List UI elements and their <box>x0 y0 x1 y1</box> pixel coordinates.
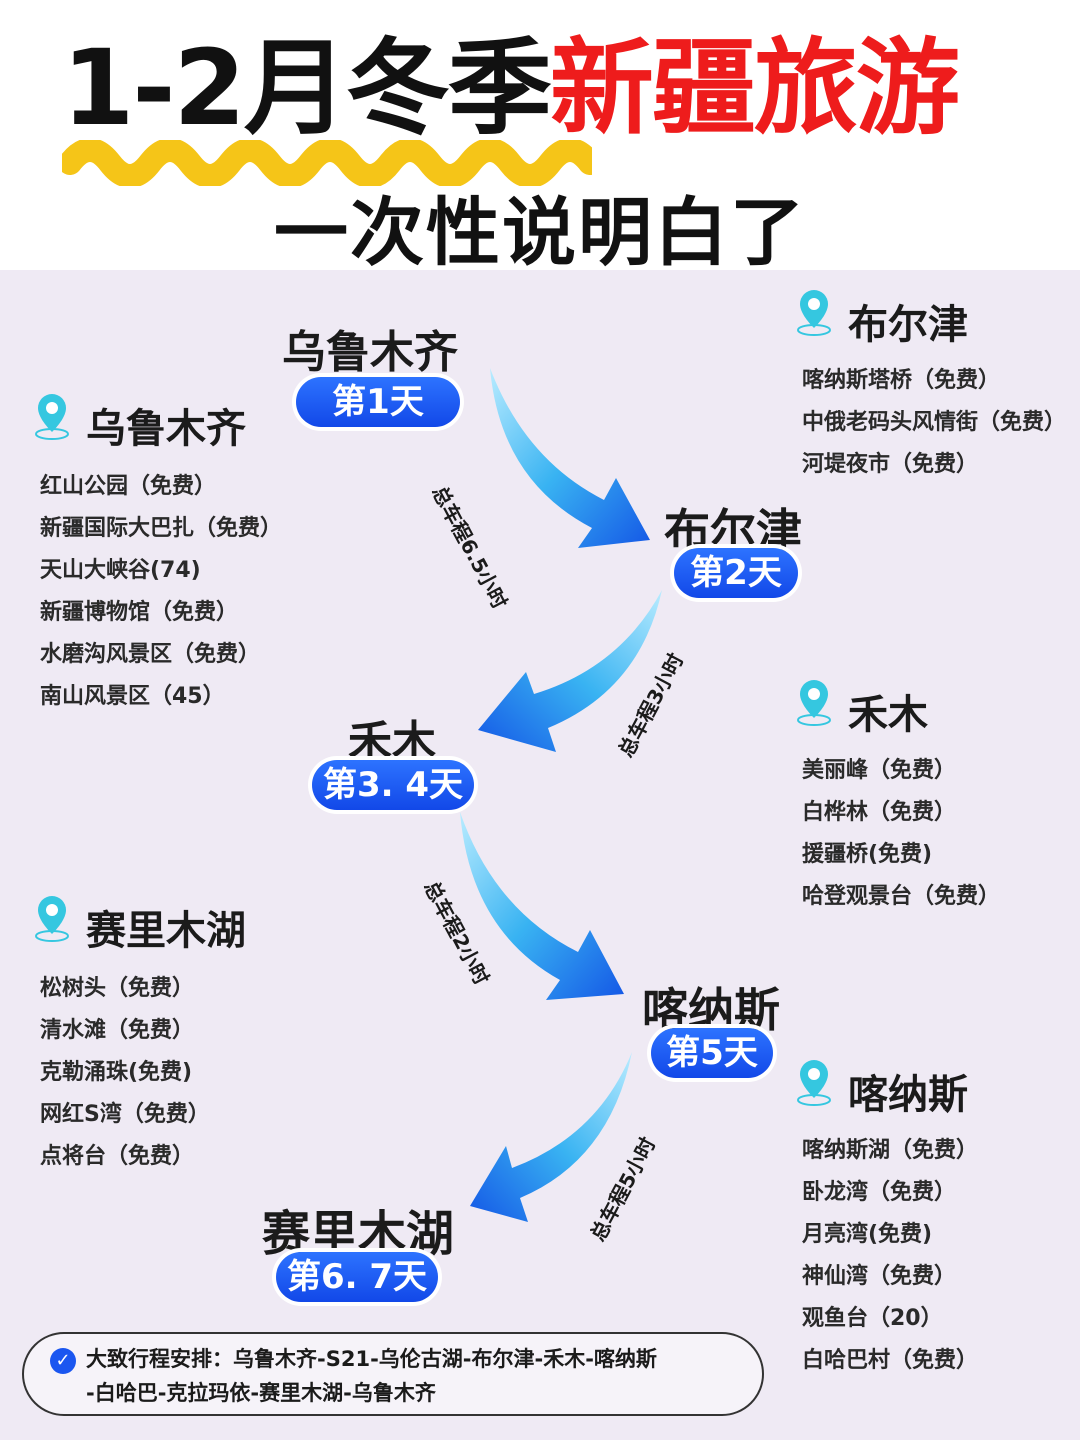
section-title-kanas: 喀纳斯 <box>848 1072 968 1118</box>
curved-arrow-icon <box>478 590 662 752</box>
curved-arrow-icon <box>460 812 624 1000</box>
list-item: 哈登观景台（免费） <box>802 884 1001 909</box>
list-item: 观鱼台（20） <box>802 1306 943 1331</box>
list-item: 月亮湾(免费) <box>802 1222 933 1247</box>
list-item: 红山公园（免费） <box>40 474 217 499</box>
spot-list-sayram: 松树头（免费） 清水滩（免费） 克勒涌珠(免费) 网红S湾（免费） 点将台（免费… <box>40 968 210 1178</box>
itinerary-summary-box: ✓ 大致行程安排：乌鲁木齐-S21-乌伦古湖-布尔津-禾木-喀纳斯 -白哈巴-克… <box>22 1332 764 1416</box>
list-item: 白哈巴村（免费） <box>802 1348 979 1373</box>
day-badge: 第3. 4天 <box>312 760 474 810</box>
curved-arrow-icon <box>470 1052 632 1222</box>
day-badge: 第1天 <box>296 377 460 427</box>
curved-arrow-icon <box>490 368 650 548</box>
itinerary-summary-text: 大致行程安排：乌鲁木齐-S21-乌伦古湖-布尔津-禾木-喀纳斯 -白哈巴-克拉玛… <box>86 1342 746 1410</box>
spot-list-kanas: 喀纳斯湖（免费） 卧龙湾（免费） 月亮湾(免费) 神仙湾（免费） 观鱼台（20）… <box>802 1130 978 1382</box>
stop-name-urumqi: 乌鲁木齐 <box>282 327 458 378</box>
list-item: 松树头（免费） <box>40 976 195 1001</box>
itinerary-line-1: 大致行程安排：乌鲁木齐-S21-乌伦古湖-布尔津-禾木-喀纳斯 <box>86 1347 657 1371</box>
title-black-part: 1-2月冬季 <box>62 27 552 149</box>
section-title-hemu: 禾木 <box>848 692 928 738</box>
list-item: 点将台（免费） <box>40 1144 195 1169</box>
list-item: 神仙湾（免费） <box>802 1264 957 1289</box>
section-title-burqin: 布尔津 <box>848 302 968 348</box>
list-item: 美丽峰（免费） <box>802 758 957 783</box>
day-badge: 第6. 7天 <box>276 1252 438 1302</box>
day-badge: 第5天 <box>651 1028 773 1078</box>
spot-list-urumqi: 红山公园（免费） 新疆国际大巴扎（免费） 天山大峡谷(74) 新疆博物馆（免费）… <box>40 466 282 718</box>
spot-list-burqin: 喀纳斯塔桥（免费） 中俄老码头风情街（免费） 河堤夜市（免费） <box>802 360 1066 486</box>
list-item: 清水滩（免费） <box>40 1018 195 1043</box>
list-item: 克勒涌珠(免费) <box>40 1060 193 1085</box>
page-title: 1-2月冬季新疆旅游 <box>62 27 960 149</box>
list-item: 援疆桥(免费) <box>802 842 933 867</box>
header-band <box>0 0 1080 270</box>
yellow-highlight-decoration <box>62 140 592 186</box>
list-item: 中俄老码头风情街（免费） <box>802 410 1067 435</box>
list-item: 新疆国际大巴扎（免费） <box>40 516 283 541</box>
list-item: 河堤夜市（免费） <box>802 452 979 477</box>
list-item: 水磨沟风景区（免费） <box>40 642 261 667</box>
itinerary-line-2: -白哈巴-克拉玛依-赛里木湖-乌鲁木齐 <box>86 1381 436 1405</box>
list-item: 喀纳斯塔桥（免费） <box>802 368 1001 393</box>
map-pin-icon <box>797 680 831 726</box>
list-item: 南山风景区（45） <box>40 684 225 709</box>
list-item: 新疆博物馆（免费） <box>40 600 239 625</box>
stop-name-hemu: 禾木 <box>348 717 436 768</box>
map-pin-icon <box>35 394 69 440</box>
list-item: 白桦林（免费） <box>802 800 957 825</box>
list-item: 卧龙湾（免费） <box>802 1180 957 1205</box>
day-badge: 第2天 <box>674 548 798 598</box>
list-item: 天山大峡谷(74) <box>40 558 201 583</box>
page-subtitle: 一次性说明白了 <box>274 190 806 276</box>
map-pin-icon <box>797 1060 831 1106</box>
section-title-sayram: 赛里木湖 <box>86 908 246 954</box>
check-circle-icon: ✓ <box>50 1348 76 1374</box>
map-pin-icon <box>35 896 69 942</box>
list-item: 网红S湾（免费） <box>40 1102 210 1127</box>
map-pin-icon <box>797 290 831 336</box>
title-red-part: 新疆旅游 <box>549 27 960 149</box>
section-title-urumqi: 乌鲁木齐 <box>86 406 246 452</box>
list-item: 喀纳斯湖（免费） <box>802 1138 979 1163</box>
spot-list-hemu: 美丽峰（免费） 白桦林（免费） 援疆桥(免费) 哈登观景台（免费） <box>802 750 1000 918</box>
